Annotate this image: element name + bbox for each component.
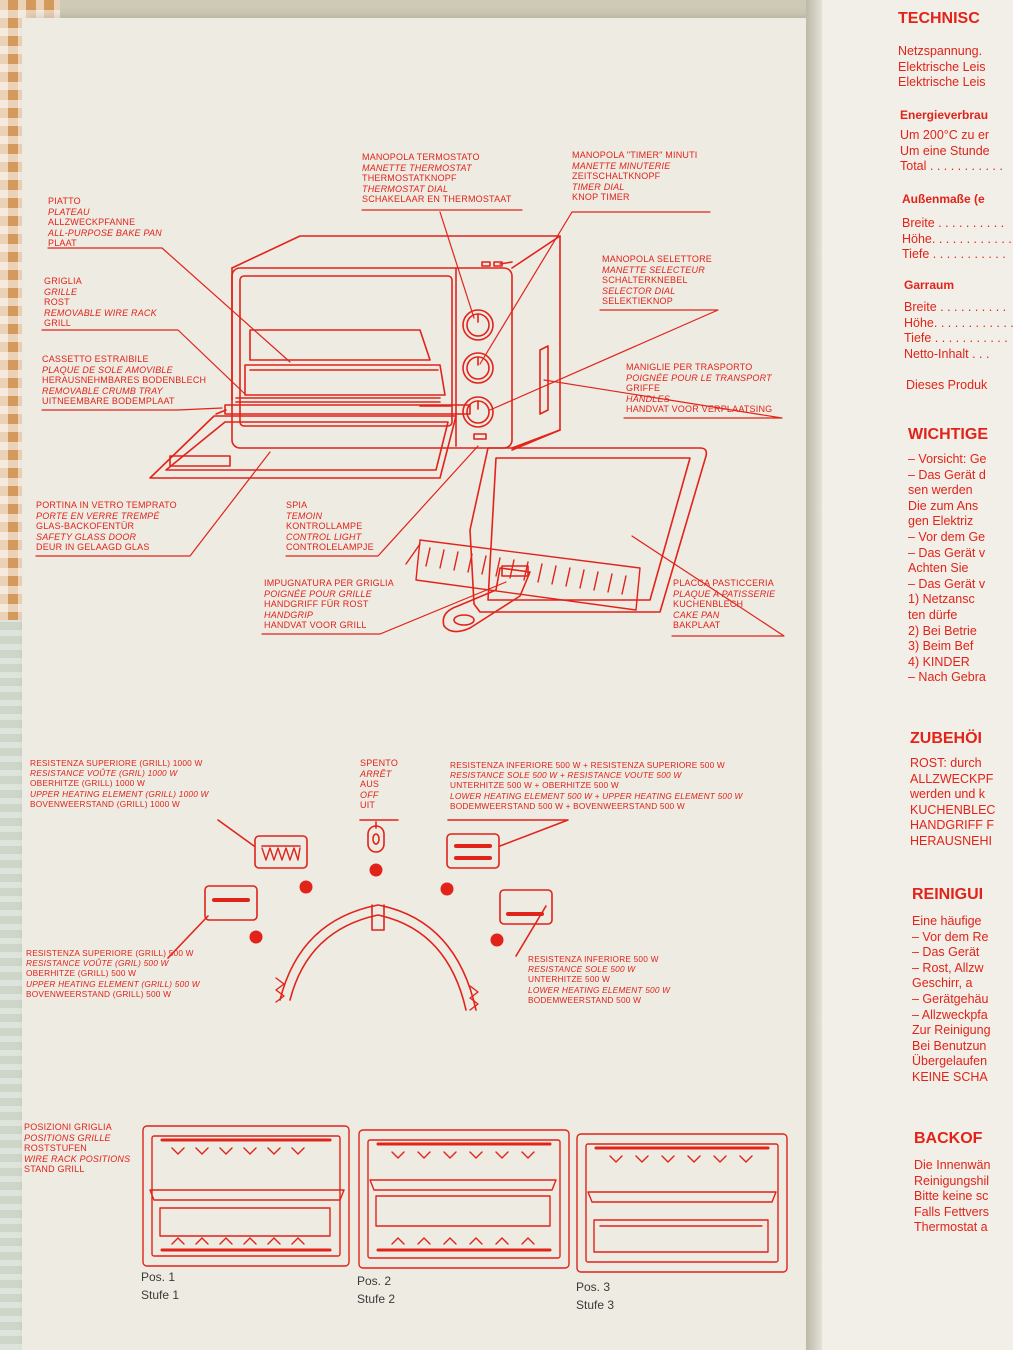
leader-lines — [35, 209, 785, 637]
zubehoer-lines: ROST: durch ALLZWECKPF werden und k KUCH… — [910, 756, 996, 848]
label-cake-pan: PLACCA PASTICCERIA PLAQUE A PATISSERIE K… — [673, 578, 776, 631]
wire-rack-drawing — [405, 539, 641, 611]
handgrip-drawing — [442, 565, 531, 633]
rack-position-diagrams — [142, 1125, 788, 1273]
selector-dial-diagram — [167, 819, 569, 1011]
heading-technische-daten: TECHNISC — [898, 10, 980, 27]
cake-pan-drawing — [469, 447, 708, 613]
label-bake-pan: PIATTO PLATEAU ALLZWECKPFANNE ALL-PURPOS… — [48, 196, 162, 249]
product-note: Dieses Produk — [906, 378, 988, 392]
heading-wichtige-hinweise: WICHTIGE — [908, 426, 988, 443]
heading-energieverbrauch: Energieverbrau — [900, 108, 989, 122]
heading-zubehoer: ZUBEHÖI — [910, 730, 982, 747]
garraum-lines: Breite . . . . . . . . . . Höhe. . . . .… — [904, 300, 1013, 361]
label-lower-plus-upper-element: RESISTENZA INFERIORE 500 W + RESISTENZA … — [450, 760, 743, 811]
label-off-position: SPENTO ARRÊT AUS OFF UIT — [360, 758, 399, 811]
rack-position-2-caption: Pos. 2 Stufe 2 — [357, 1274, 396, 1306]
label-lower-element-500w: RESISTENZA INFERIORE 500 W RESISTANCE SO… — [528, 954, 671, 1005]
heading-aussenmasse: Außenmaße (e — [902, 192, 985, 206]
heading-reinigung: REINIGUI — [912, 886, 984, 903]
label-wire-rack: GRIGLIA GRILLE ROST REMOVABLE WIRE RACK … — [44, 276, 157, 329]
energy-lines: Um 200°C zu er Um eine Stunde Total . . … — [900, 128, 1003, 174]
wichtig-lines: – Vorsicht: Ge – Das Gerät d sen werden … — [908, 452, 987, 685]
left-manual-page — [22, 18, 812, 1350]
toaster-oven-drawing — [149, 235, 561, 479]
label-handles: MANIGLIE PER TRASPORTO POIGNÉE POUR LE T… — [626, 362, 773, 415]
rack-position-1-caption: Pos. 1 Stufe 1 — [141, 1270, 180, 1302]
label-crumb-tray: CASSETTO ESTRAIBILE PLAQUE DE SOLE AMOVI… — [42, 354, 207, 407]
backofen-lines: Die Innenwän Reinigungshil Bitte keine s… — [914, 1158, 991, 1235]
label-upper-element-500w: RESISTENZA SUPERIORE (GRILL) 500 W RESIS… — [26, 948, 200, 999]
rack-position-3-caption: Pos. 3 Stufe 3 — [576, 1280, 615, 1312]
label-upper-element-1000w: RESISTENZA SUPERIORE (GRILL) 1000 W RESI… — [30, 758, 209, 809]
label-control-light: SPIA TEMOIN KONTROLLAMPE CONTROL LIGHT C… — [286, 500, 374, 553]
label-glass-door: PORTINA IN VETRO TEMPRATO PORTE EN VERRE… — [36, 500, 177, 553]
heading-backofen: BACKOF — [914, 1130, 983, 1147]
book-gutter — [806, 0, 824, 1350]
right-manual-page: TECHNISC Netzspannung. Elektrische Leis … — [822, 0, 1013, 1350]
label-thermostat-dial: MANOPOLA TERMOSTATO MANETTE THERMOSTAT T… — [362, 152, 512, 205]
tech-data-lines: Netzspannung. Elektrische Leis Elektrisc… — [898, 44, 986, 90]
reinigung-lines: Eine häufige – Vor dem Re – Das Gerät – … — [912, 914, 991, 1084]
label-selector-dial: MANOPOLA SELETTORE MANETTE SELECTEUR SCH… — [602, 254, 712, 307]
label-rack-positions: POSIZIONI GRIGLIA POSITIONS GRILLE ROSTS… — [24, 1122, 131, 1175]
dimension-lines: Breite . . . . . . . . . . Höhe. . . . .… — [902, 216, 1012, 262]
heading-garraum: Garraum — [904, 278, 955, 292]
label-handgrip: IMPUGNATURA PER GRIGLIA POIGNÉE POUR GRI… — [264, 578, 394, 631]
label-timer-dial: MANOPOLA "TIMER" MINUTI MANETTE MINUTERI… — [572, 150, 698, 203]
